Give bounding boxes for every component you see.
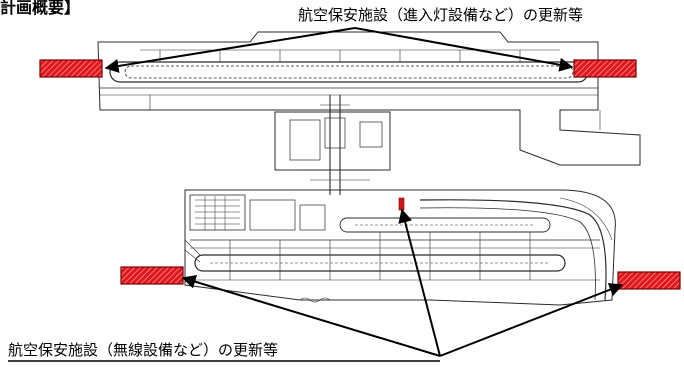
apron-area (274, 111, 391, 171)
arrow-bottom-left (181, 274, 441, 357)
caption-approach-lighting: 航空保安施設（進入灯設備など）の更新等 (298, 6, 584, 24)
main-island-outline (184, 189, 616, 306)
connecting-bridge (274, 95, 391, 195)
main-airport-block (184, 189, 616, 306)
curved-runway (419, 199, 607, 301)
arrow-bottom-right (439, 283, 624, 357)
terminal-mid (249, 199, 296, 231)
terminal-left (189, 194, 246, 231)
marker-top-right (573, 59, 637, 78)
marker-bottom-left (120, 266, 184, 285)
caption-radio-equipment: 航空保安施設（無線設備など）の更新等 (8, 341, 279, 359)
main-apron-track (339, 217, 551, 233)
callout-arrows (104, 27, 624, 357)
marker-bottom-right (617, 271, 681, 290)
marker-top-left (39, 59, 103, 78)
red-markers (39, 59, 681, 290)
top-island-outline (97, 31, 641, 166)
radio-facility-spot (398, 197, 405, 211)
top-runway (109, 61, 589, 83)
top-runway-block (97, 31, 641, 166)
arrow-top-right (354, 27, 574, 72)
arrow-top-left (104, 27, 356, 73)
top-runway-ticks (159, 50, 521, 62)
section-heading: 計画概要】 (0, 0, 81, 17)
arrow-bottom-center (398, 208, 441, 357)
top-runway-centerline (124, 65, 574, 79)
